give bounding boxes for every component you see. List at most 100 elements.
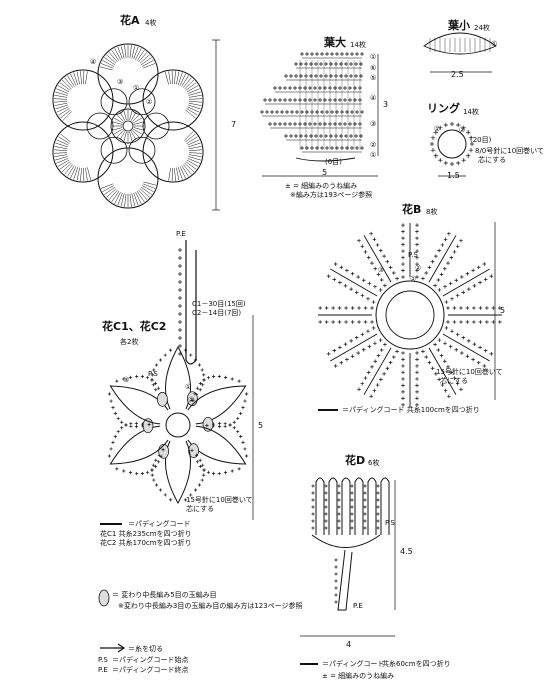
leaf-large-stitch (303, 122, 307, 126)
flower-b-stitch (369, 394, 373, 399)
flower-b-center-ring (375, 280, 445, 350)
leaf-large-stitch (295, 110, 299, 114)
flower-b-stitch (459, 238, 463, 243)
flower-a-petal-stitch (185, 82, 197, 91)
flower-d-stem-stitch (334, 586, 338, 590)
symbol-popcorn-desc: ＝ 変わり中長編み5目の玉編み目 (112, 591, 217, 599)
flower-b-stitch (461, 335, 466, 340)
flower-a-center-stitch (123, 110, 127, 121)
flower-a-petal-stitch (187, 139, 200, 146)
flower-b-stitch (459, 320, 463, 324)
flower-d-petal (367, 477, 377, 535)
flower-a-petal-stitch (60, 109, 71, 119)
flower-c-stitch (202, 378, 206, 382)
flower-b-stitch (350, 320, 355, 324)
flower-a-dim: 7 (231, 120, 237, 129)
flower-c-stitch (120, 420, 124, 424)
flower-a-center-stitch (123, 131, 127, 142)
flower-b-petal-spine (330, 268, 378, 297)
leaf-large-stitch (333, 122, 337, 126)
flower-b-stitch (454, 347, 459, 352)
flower-a-petal-stitch (140, 186, 152, 195)
flower-b-stitch (366, 329, 370, 333)
flower-a-petal-stitch (55, 91, 68, 96)
flower-b-stitch (415, 370, 419, 375)
flower-c-stitch (154, 388, 158, 392)
flower-a-petal-stitch (140, 57, 152, 66)
flower-b-stitch (318, 306, 322, 310)
flower-c-stitch (217, 374, 221, 379)
leaf-large-stitch (355, 110, 359, 114)
flower-d-stitch (311, 484, 315, 488)
flower-a-petal-stitch (188, 100, 202, 103)
flower-b-round-3: ③ (378, 266, 385, 274)
flower-a-petal-stitch (182, 77, 192, 88)
symbol-popcorn-ref: ※変わり中長編み3目の玉編み目の編み方は123ページ参照 (118, 602, 303, 610)
leaf-large-stitch (314, 134, 318, 138)
flower-b-stitch (446, 365, 450, 369)
leaf-large-stitch (283, 122, 287, 126)
flower-c-stitch (151, 463, 155, 467)
leaf-large-stitch (278, 98, 282, 102)
flower-a-petal-stitch (168, 71, 171, 85)
flower-c-stitch (124, 423, 128, 427)
flower-b-stitch (376, 353, 381, 358)
flower-a-petal-stitch (187, 158, 200, 164)
flower-b-stitch (427, 360, 432, 365)
flower-c-cord-stitch (178, 344, 182, 348)
flower-a-petal-stitch (168, 167, 171, 181)
flower-b-stitch (331, 306, 335, 310)
flower-b-stitch (460, 275, 464, 279)
flower-b-stitch (357, 306, 361, 310)
flower-a-petal-stitch (124, 45, 127, 59)
leaf-large-stitch (283, 98, 287, 102)
flower-b-stitch (459, 387, 463, 392)
flower-c-stitch (201, 383, 205, 387)
flower-c-legend: ＝パディングコード (128, 520, 191, 528)
leaf-large-stitch (309, 62, 313, 66)
flower-a-petal-stitch (58, 136, 70, 144)
flower-b-stitch (372, 237, 377, 242)
flower-a-inner-petal (100, 136, 128, 164)
leaf-large-stitch (339, 134, 343, 138)
flower-d-stitch (376, 526, 380, 530)
flower-b-stitch (375, 243, 380, 247)
flower-b-stitch (446, 306, 450, 310)
leaf-large-stitch (360, 146, 364, 150)
flower-a-petal-stitch (184, 131, 194, 141)
flower-c-stitch (155, 483, 159, 487)
flower-d-stitch (324, 519, 328, 523)
leaf-large-stitch (293, 122, 297, 126)
flower-b-stitch (356, 351, 360, 355)
flower-b-stitch (401, 351, 405, 355)
flower-c-cord-stitch (178, 280, 182, 284)
flower-a-petal-stitch (133, 46, 139, 60)
flower-c-stitch (217, 425, 222, 429)
flower-c-stitch (109, 447, 113, 451)
ring-stitch (429, 141, 435, 147)
flower-c-stitch (211, 374, 216, 379)
leaf-large-stitch (323, 122, 327, 126)
flower-b-stitch (379, 278, 384, 282)
flower-a-petal-stitch (55, 142, 68, 148)
leaf-large-stitch (268, 122, 272, 126)
leaf-large-stitch (315, 110, 319, 114)
flower-a-round-3: ③ (117, 78, 124, 86)
flower-d-stem-stitch (334, 593, 338, 597)
flower-a-petal-stitch (177, 72, 183, 85)
flower-d-stitch (337, 491, 341, 495)
leaf-large-stitch (359, 74, 363, 78)
flower-a-inner-petal (128, 136, 156, 164)
flower-b-dim: 5 (500, 306, 506, 315)
flower-b-stitch (465, 271, 470, 276)
leaf-large-count: 14枚 (350, 41, 366, 49)
flower-c-stitch (241, 440, 245, 444)
symbol-cut-desc: ＝糸を切る (128, 645, 163, 653)
flower-b-stitch (401, 364, 405, 368)
flower-a-petal-stitch (129, 193, 132, 207)
flower-a-petal-stitch (179, 166, 186, 179)
flower-a-outer-petal (52, 121, 114, 183)
flower-b-stitch (370, 365, 374, 369)
flower-b-stitch (367, 281, 372, 286)
flower-a-petal-stitch (67, 165, 75, 177)
